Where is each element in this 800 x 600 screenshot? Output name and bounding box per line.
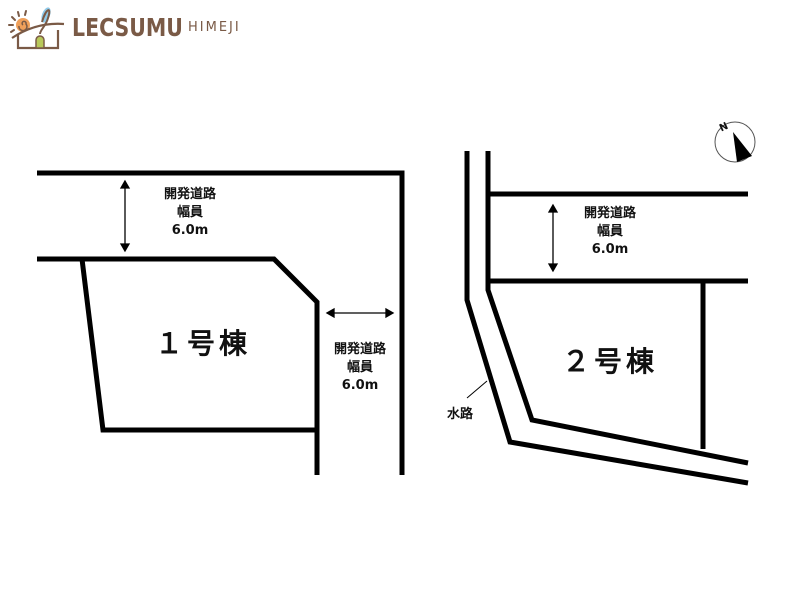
road-width-value: 6.0m — [591, 242, 629, 257]
road-width-caption: 幅員 — [596, 224, 623, 239]
waterway-leader-line — [466, 380, 488, 399]
road-width-caption: 幅員 — [346, 360, 373, 375]
road-inner-edge — [37, 256, 320, 475]
plot1-title: １号棟 — [155, 327, 252, 360]
road-width-caption: 幅員 — [176, 205, 203, 220]
road-type: 開発道路 — [163, 187, 216, 202]
plot2-lines — [464, 151, 749, 486]
plot1-boundary — [79, 258, 317, 433]
brand-name: LECSUMU — [72, 12, 183, 42]
brand-location: HIMEJI — [188, 20, 241, 35]
plot1-lines — [37, 170, 405, 475]
waterway-inner-edge — [485, 151, 749, 466]
brand-logo: LECSUMU HIMEJI — [6, 4, 239, 50]
road-type: 開発道路 — [583, 206, 636, 221]
north-arrow-icon — [714, 121, 756, 163]
plot1-top-road-label: 開発道路 幅員 6.0m — [150, 186, 230, 240]
road-type: 開発道路 — [333, 342, 386, 357]
house-sun-icon — [8, 7, 65, 50]
road-width-value: 6.0m — [171, 223, 209, 238]
plot1-right-road-label: 開発道路 幅員 6.0m — [320, 341, 400, 395]
plot2-title: ２号棟 — [562, 345, 659, 378]
road-outer-edge — [37, 170, 405, 475]
plot2-dimension-arrow — [547, 203, 559, 273]
plot2-top-road-label: 開発道路 幅員 6.0m — [570, 205, 650, 259]
waterway-outer-edge — [464, 151, 749, 486]
road-width-value: 6.0m — [341, 378, 379, 393]
plot1-dimension-arrows — [119, 179, 395, 319]
waterway-label: 水路 — [447, 407, 474, 422]
